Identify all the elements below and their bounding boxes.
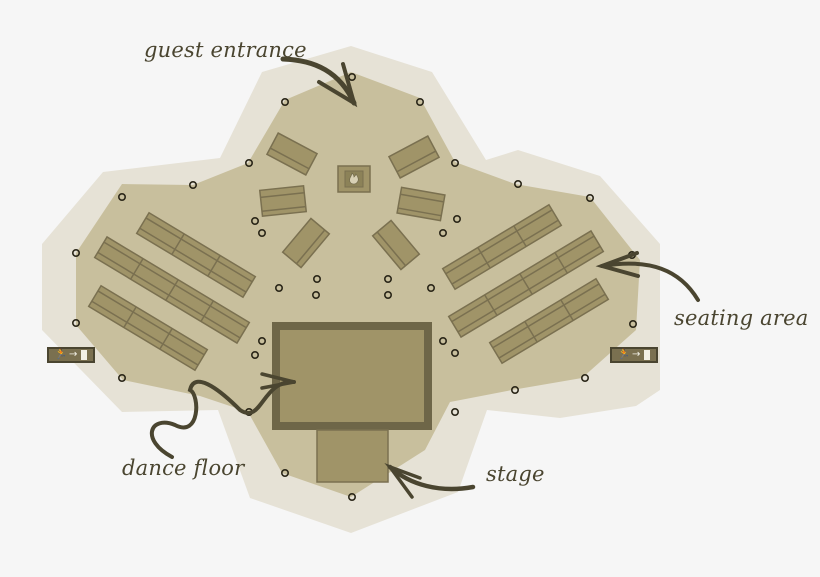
guest-entrance-label: guest entrance bbox=[144, 38, 307, 62]
lounge-sofas bbox=[258, 132, 446, 271]
stage-label: stage bbox=[486, 462, 545, 486]
door-icon bbox=[81, 350, 88, 360]
right-seating bbox=[441, 203, 610, 365]
dance-floor-arrow bbox=[150, 379, 296, 459]
dance-floor-label: dance floor bbox=[122, 456, 245, 480]
dance-floor bbox=[272, 322, 432, 430]
left-seating bbox=[87, 211, 257, 372]
door-icon bbox=[644, 350, 651, 360]
seating-area-label: seating area bbox=[674, 306, 809, 330]
exit-sign-left: 🏃 → bbox=[47, 347, 95, 363]
arrow-right-icon: → bbox=[632, 349, 641, 360]
arrow-right-icon: → bbox=[69, 349, 78, 360]
seating-area-arrow bbox=[600, 261, 700, 302]
exit-sign-right: 🏃 → bbox=[610, 347, 658, 363]
running-person-icon: 🏃 bbox=[54, 349, 68, 360]
stage-platform bbox=[316, 429, 389, 483]
fireplace bbox=[337, 165, 371, 193]
annotation-arrows bbox=[150, 56, 700, 499]
flame-icon bbox=[349, 172, 359, 185]
running-person-icon: 🏃 bbox=[617, 349, 631, 360]
